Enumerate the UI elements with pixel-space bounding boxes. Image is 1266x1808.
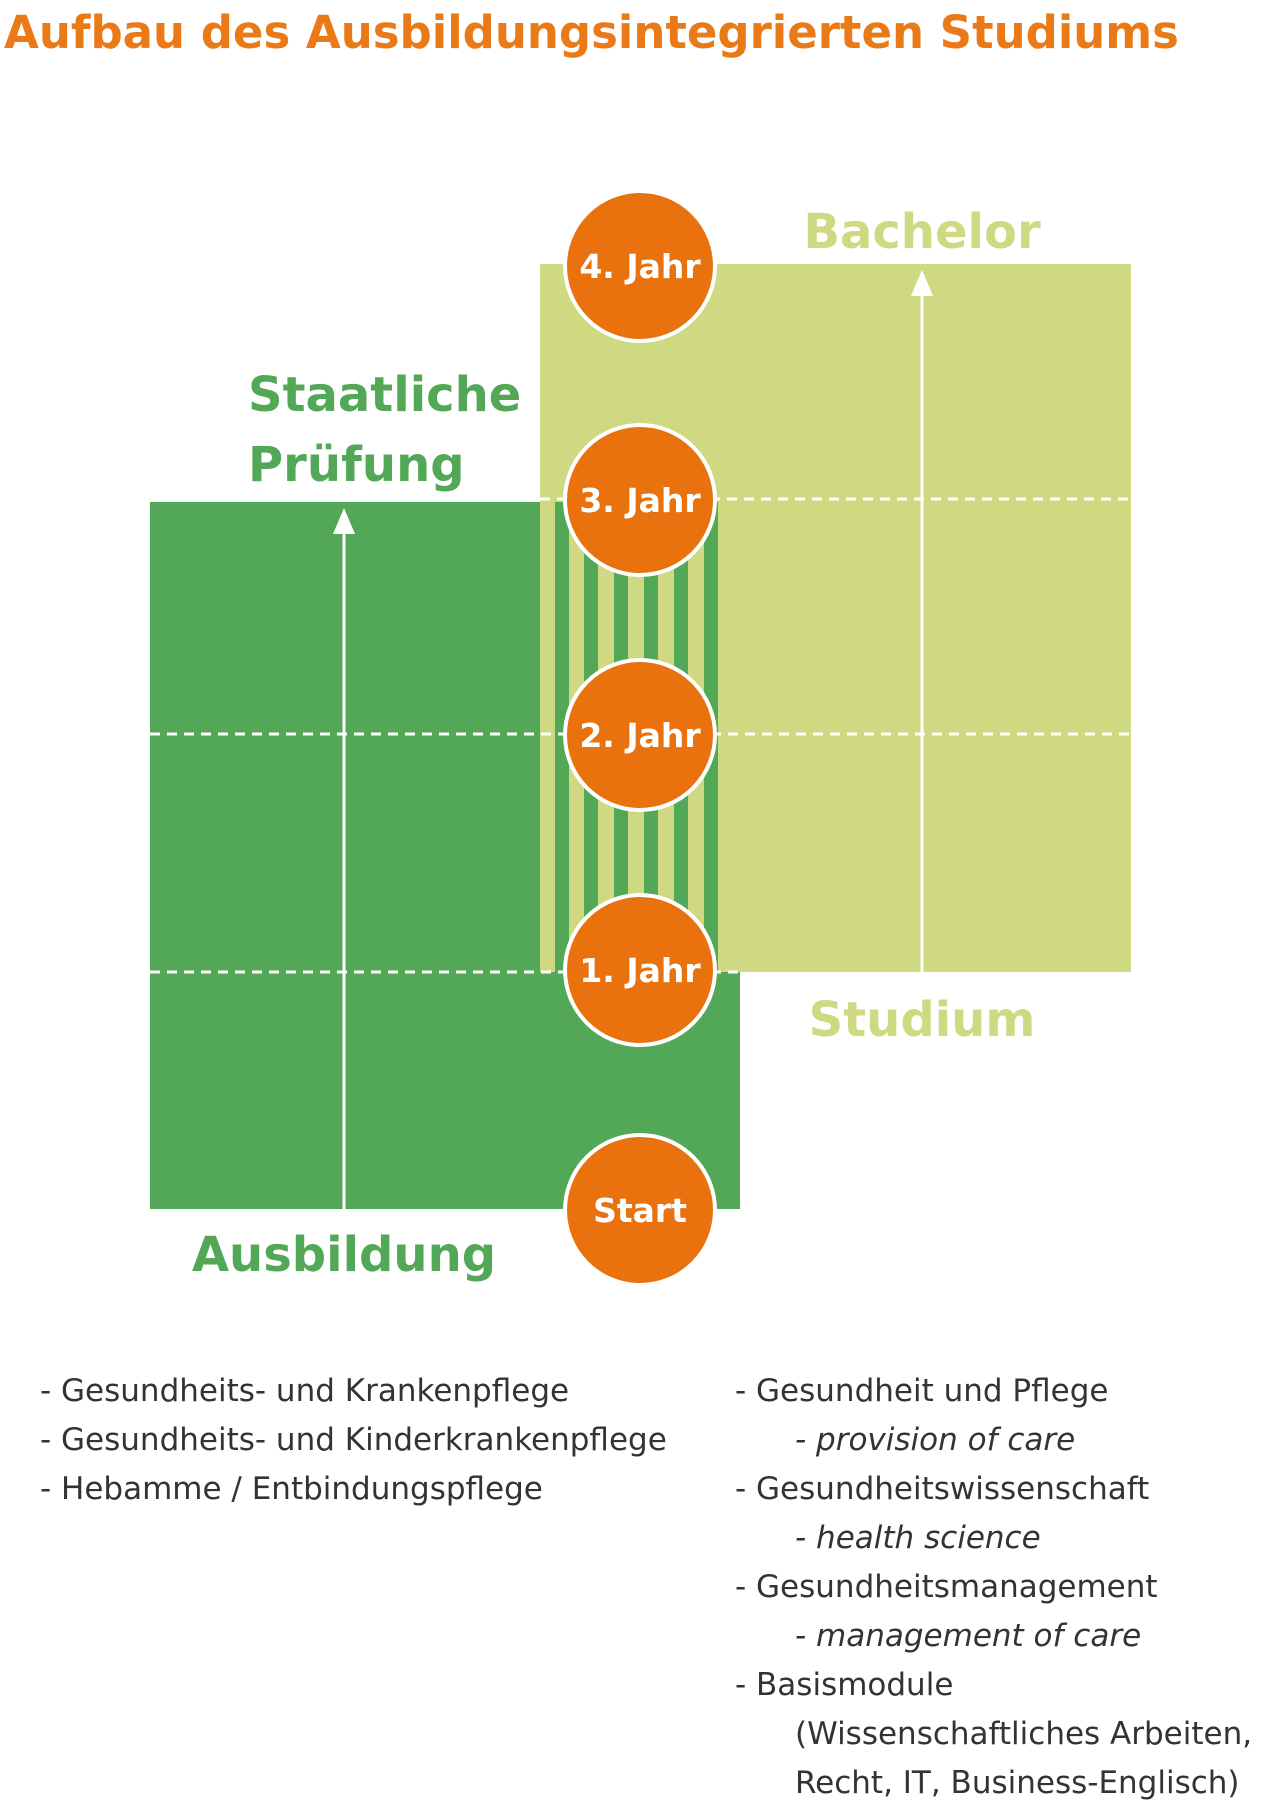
start-marker-label: Start xyxy=(593,1191,687,1230)
list-subitem: - management of care xyxy=(795,1618,1142,1654)
list-item: - Basismodule xyxy=(735,1667,954,1703)
year-marker-1-label: 1. Jahr xyxy=(579,951,701,990)
year-marker-3: 3. Jahr xyxy=(563,423,717,577)
list-item: - Gesundheitswissenschaft xyxy=(735,1471,1150,1507)
list-subitem: - health science xyxy=(795,1520,1041,1556)
list-subitem: Recht, IT, Business-Englisch) xyxy=(795,1765,1240,1801)
list-item: - Gesundheits- und Kinderkrankenpflege xyxy=(40,1422,667,1458)
year-marker-1: 1. Jahr xyxy=(563,893,717,1047)
studium-label: Studium xyxy=(809,992,1036,1048)
list-item: - Gesundheitsmanagement xyxy=(735,1569,1158,1605)
ausbildung-label: Ausbildung xyxy=(192,1227,496,1283)
studium-arrow xyxy=(911,270,933,972)
ausbildung-arrow xyxy=(333,508,355,1209)
studium-list: - Gesundheit und Pflege - provision of c… xyxy=(735,1367,1252,1808)
year-marker-2: 2. Jahr xyxy=(563,658,717,812)
list-item: - Gesundheit und Pflege xyxy=(735,1373,1109,1409)
year-marker-2-label: 2. Jahr xyxy=(579,716,701,755)
page-title: Aufbau des Ausbildungsintegrierten Studi… xyxy=(4,6,1179,59)
list-item: - Hebamme / Entbindungspflege xyxy=(40,1471,543,1507)
year-marker-4-label: 4. Jahr xyxy=(579,247,701,286)
pruefung-label-line2: Prüfung xyxy=(248,437,465,493)
year-marker-4: 4. Jahr xyxy=(563,189,717,343)
ausbildung-block xyxy=(150,502,740,1209)
list-subitem: - provision of care xyxy=(795,1422,1076,1458)
bachelor-label: Bachelor xyxy=(803,204,1041,260)
year-marker-3-label: 3. Jahr xyxy=(579,481,701,520)
ausbildung-list: - Gesundheits- und Krankenpflege - Gesun… xyxy=(40,1367,667,1514)
list-item: - Gesundheits- und Krankenpflege xyxy=(40,1373,570,1409)
start-marker: Start xyxy=(563,1133,717,1287)
pruefung-label-line1: Staatliche xyxy=(248,367,521,423)
list-subitem: (Wissenschaftliches Arbeiten, xyxy=(795,1716,1253,1752)
